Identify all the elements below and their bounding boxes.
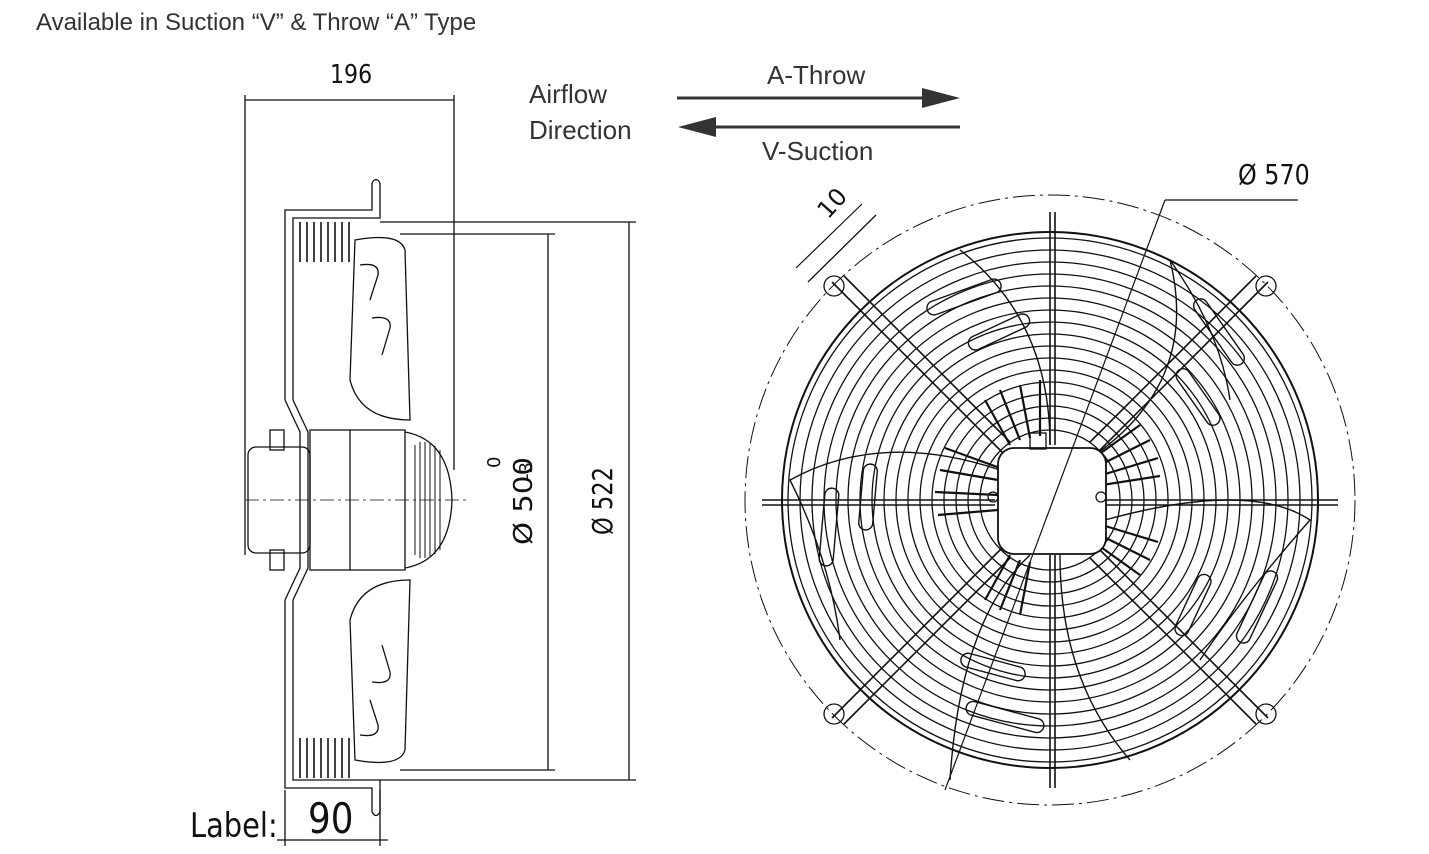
airflow-arrows xyxy=(677,88,960,137)
label-depth-dimension: 90 xyxy=(308,794,354,843)
airflow-direction-label: Airflow Direction xyxy=(529,76,632,148)
guard-diameter-dimension: Ø 522 xyxy=(586,467,619,535)
label-prefix: Label: xyxy=(190,806,278,846)
depth-dimension: 196 xyxy=(330,60,373,90)
front-view xyxy=(744,194,1356,806)
a-throw-label: A-Throw xyxy=(767,60,866,90)
page-heading: Available in Suction “V” & Throw “A” Typ… xyxy=(36,9,477,36)
mount-hole-dimension: 10 xyxy=(812,183,853,224)
blade-tolerance-upper: 0 xyxy=(484,457,505,468)
side-view xyxy=(244,95,636,846)
blade-diameter-dimension: Ø 500 xyxy=(509,457,539,545)
airflow-line1: Airflow xyxy=(529,79,608,109)
outer-diameter-dimension: Ø 570 xyxy=(1238,158,1310,191)
v-suction-label: V-Suction xyxy=(762,136,874,166)
airflow-line2: Direction xyxy=(529,115,632,145)
blade-tolerance-lower: -3 xyxy=(516,462,537,480)
